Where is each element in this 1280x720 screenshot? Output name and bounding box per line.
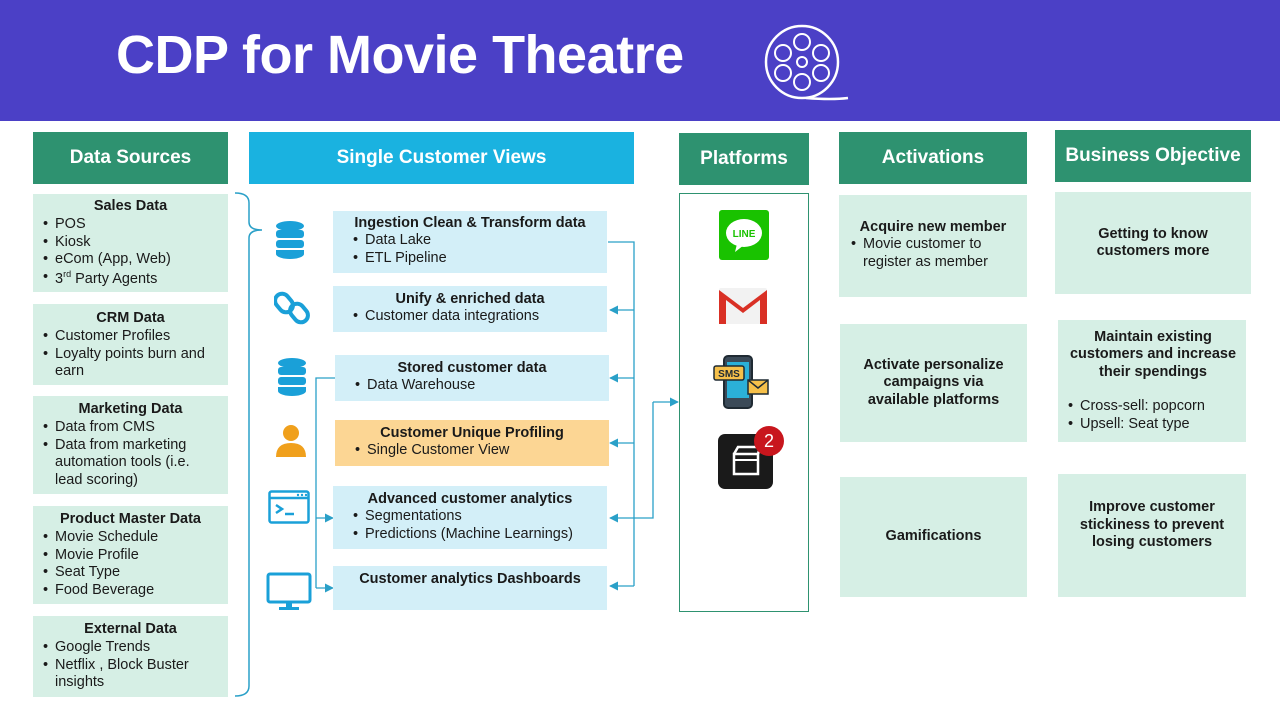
list-item: Customer data integrations	[351, 308, 597, 326]
list-item: Upsell: Seat type	[1066, 416, 1240, 434]
activations-header: Activations	[839, 132, 1027, 184]
scv-title: Customer Unique Profiling	[380, 425, 564, 441]
scv-ingestion: Ingestion Clean & Transform data Data La…	[333, 211, 607, 273]
scv-title: Ingestion Clean & Transform data	[354, 215, 586, 231]
list-item: Predictions (Machine Learnings)	[351, 526, 597, 544]
sms-icon: SMS	[713, 355, 769, 409]
page-title: CDP for Movie Theatre	[116, 25, 684, 85]
activation-gamifications: Gamifications	[840, 477, 1027, 597]
objective-improve-stickiness: Improve customer stickiness to prevent l…	[1058, 474, 1246, 597]
list-item: Kiosk	[41, 234, 220, 252]
source-product-master-data: Product Master Data Movie Schedule Movie…	[33, 506, 228, 604]
list-item: POS	[41, 216, 220, 234]
objective-maintain-customers: Maintain existing customers and increase…	[1058, 320, 1246, 442]
list-item: Movie Schedule	[41, 529, 220, 547]
list-item: Netflix , Block Buster insights	[41, 657, 220, 692]
list-item: Loyalty points burn and earn	[41, 346, 220, 381]
source-title: Product Master Data	[59, 511, 201, 527]
source-sales-data: Sales Data POS Kiosk eCom (App, Web) 3rd…	[33, 194, 228, 292]
clapper-app-icon: 2	[718, 426, 784, 489]
list-item: ETL Pipeline	[351, 250, 597, 268]
link-icon	[274, 291, 310, 325]
scv-stored: Stored customer data Data Warehouse	[335, 355, 609, 401]
database-icon	[278, 358, 306, 396]
film-reel-icon	[764, 24, 849, 101]
source-title: Sales Data	[93, 198, 168, 214]
data-sources-header: Data Sources	[33, 132, 228, 184]
scv-unique-profiling: Customer Unique Profiling Single Custome…	[335, 420, 609, 466]
activation-title: Acquire new member	[859, 219, 1007, 235]
list-item: Customer Profiles	[41, 328, 220, 346]
list-item: Seat Type	[41, 564, 220, 582]
business-objective-header: Business Objective	[1055, 130, 1251, 182]
list-item: Movie Profile	[41, 547, 220, 565]
list-item: Data Lake	[351, 232, 597, 250]
list-item: Data Warehouse	[353, 377, 599, 395]
list-item: Data from marketing automation tools (i.…	[41, 437, 220, 489]
list-item: Movie customer to register as member	[849, 236, 1017, 271]
source-title: Marketing Data	[78, 401, 183, 417]
database-icon	[276, 221, 304, 259]
objective-title: Maintain existing customers and increase…	[1069, 329, 1237, 380]
scv-dashboards: Customer analytics Dashboards	[333, 566, 607, 610]
list-item: Cross-sell: popcorn	[1066, 398, 1240, 416]
list-item-third-party: 3rd Party Agents	[41, 269, 220, 288]
text: 3	[55, 270, 64, 287]
list-item: Food Beverage	[41, 582, 220, 600]
scv-advanced-analytics: Advanced customer analytics Segmentation…	[333, 486, 607, 549]
scv-title: Unify & enriched data	[395, 291, 545, 307]
platforms-header: Platforms	[679, 133, 809, 185]
notification-badge: 2	[764, 431, 774, 451]
sms-label: SMS	[718, 369, 740, 380]
scv-unify: Unify & enriched data Customer data inte…	[333, 286, 607, 332]
text: Party Agents	[71, 270, 158, 287]
superscript: rd	[63, 268, 72, 279]
scv-title: Customer analytics Dashboards	[359, 571, 581, 587]
source-marketing-data: Marketing Data Data from CMS Data from m…	[33, 396, 228, 494]
source-crm-data: CRM Data Customer Profiles Loyalty point…	[33, 304, 228, 385]
single-customer-views-header: Single Customer Views	[249, 132, 634, 184]
activation-personalize-campaigns: Activate personalize campaigns via avail…	[840, 324, 1027, 442]
list-item: Data from CMS	[41, 419, 220, 437]
line-icon: LINE	[719, 210, 769, 260]
list-item: Google Trends	[41, 639, 220, 657]
monitor-icon	[266, 572, 312, 610]
line-label: LINE	[733, 229, 756, 240]
list-item: Segmentations	[351, 508, 597, 526]
scv-title: Advanced customer analytics	[367, 491, 573, 507]
source-title: CRM Data	[96, 310, 165, 326]
gmail-icon	[719, 288, 767, 324]
list-item: Single Customer View	[353, 442, 599, 460]
terminal-icon	[268, 490, 310, 524]
activation-acquire-member: Acquire new member Movie customer to reg…	[839, 195, 1027, 297]
objective-know-customers: Getting to know customers more	[1055, 192, 1251, 294]
list-item: eCom (App, Web)	[41, 251, 220, 269]
person-icon	[276, 425, 306, 457]
header-banner	[0, 0, 1280, 121]
source-title: External Data	[84, 621, 177, 637]
scv-title: Stored customer data	[397, 360, 547, 376]
source-external-data: External Data Google Trends Netflix , Bl…	[33, 616, 228, 697]
